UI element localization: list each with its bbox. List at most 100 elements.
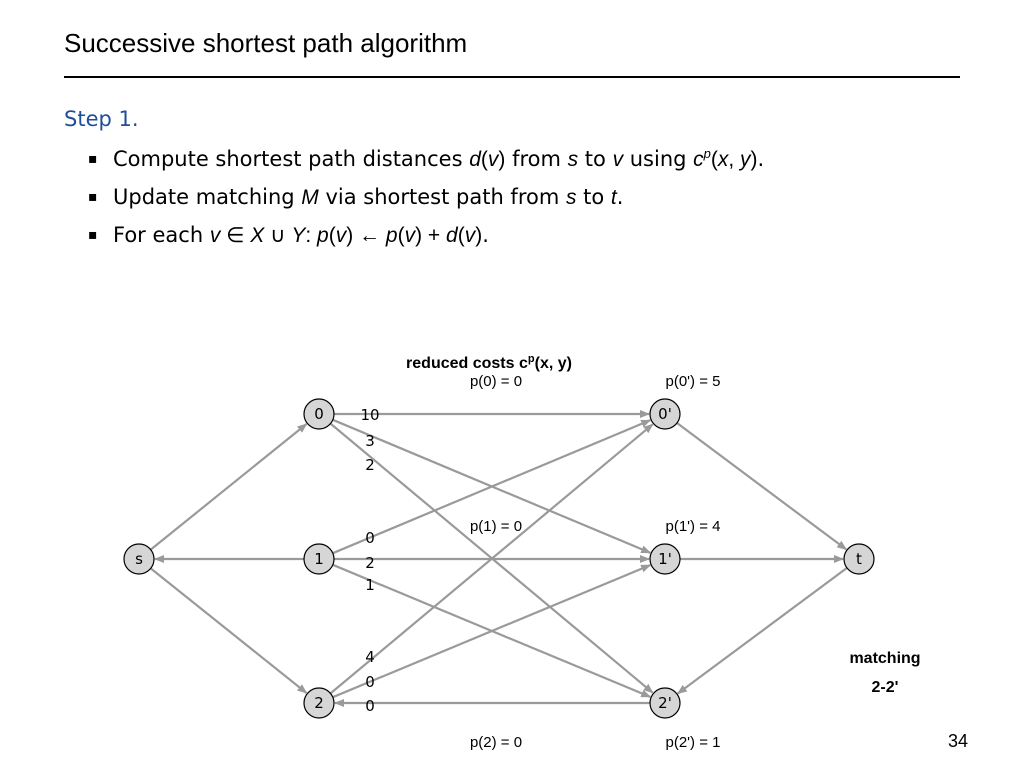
node-circle xyxy=(123,543,155,575)
node-1p: 1' xyxy=(649,543,681,575)
bullet-text: via shortest path from xyxy=(318,185,566,209)
cost-label-2-0p: 4 xyxy=(365,648,375,666)
math-union: ∪ xyxy=(264,224,292,247)
math-y: y xyxy=(740,148,751,171)
cost-label-1-0p: 0 xyxy=(365,529,375,547)
math-p: p xyxy=(317,224,329,247)
math-d: d xyxy=(446,224,458,247)
node-label: 2 xyxy=(314,694,324,712)
math-c: c xyxy=(693,148,704,171)
math-paren: ( xyxy=(480,148,488,171)
potential-2-prime: p(2') = 1 xyxy=(666,734,721,751)
page-number: 34 xyxy=(947,731,968,751)
bullet-marker: ▪ xyxy=(88,189,98,205)
cost-label-0-1p: 3 xyxy=(365,432,375,450)
bullet-period: . xyxy=(482,223,489,247)
edge-t-2p xyxy=(676,567,848,695)
math-left-arrow: ← xyxy=(353,224,386,247)
node-0: 0 xyxy=(303,398,335,430)
math-v: v xyxy=(464,224,476,247)
edges xyxy=(150,410,848,707)
math-Y: Y xyxy=(291,224,306,247)
math-paren: ) xyxy=(498,148,506,171)
math-paren: ) xyxy=(415,224,423,247)
node-s: s xyxy=(123,543,155,575)
step-bullet-list: ▪Compute shortest path distances d(v) fr… xyxy=(88,143,764,257)
math-element-of: ∈ xyxy=(220,224,251,247)
math-colon: : xyxy=(305,224,318,247)
title-divider xyxy=(64,76,960,78)
edge-2-0p xyxy=(329,423,654,695)
node-label: s xyxy=(135,550,143,568)
node-label: 0' xyxy=(658,405,672,423)
math-v: v xyxy=(335,224,347,247)
bullet-update-matching: ▪ Update matching M via shortest path fro… xyxy=(88,181,764,219)
diagram-caption: reduced costs cp(x, y) xyxy=(406,353,572,372)
math-M: M xyxy=(301,186,319,209)
bullet-text: to xyxy=(578,147,613,171)
node-2p: 2' xyxy=(649,687,681,719)
bullet-compute-distances: ▪Compute shortest path distances d(v) fr… xyxy=(88,143,764,181)
caption-superscript: p xyxy=(528,353,535,365)
step-heading: Step 1. xyxy=(64,107,139,131)
math-paren: ( xyxy=(457,224,465,247)
bullet-text: using xyxy=(623,147,694,171)
math-plus: + xyxy=(422,224,447,247)
bullet-period: . xyxy=(757,147,765,171)
node-0p: 0' xyxy=(649,398,681,430)
edge-2-1p xyxy=(332,564,652,699)
bullet-period: . xyxy=(616,185,624,209)
potential-0-prime: p(0') = 5 xyxy=(666,373,721,390)
cost-label-1-1p: 2 xyxy=(365,554,375,572)
math-paren: ( xyxy=(397,224,405,247)
node-t: t xyxy=(843,543,875,575)
math-paren: ) xyxy=(346,224,354,247)
matching-value: 2-2' xyxy=(872,679,899,696)
node-circle xyxy=(649,398,681,430)
math-v: v xyxy=(209,224,221,247)
math-t: t xyxy=(610,186,617,209)
potential-0: p(0) = 0 xyxy=(470,373,522,390)
bullet-update-potentials: ▪For each v ∈ X ∪ Y: p(v) ← p(v) + d(v). xyxy=(88,219,764,257)
node-circle xyxy=(303,687,335,719)
cost-label-1-2p: 1 xyxy=(365,576,375,594)
node-label: 2' xyxy=(658,694,672,712)
caption-text: reduced costs c xyxy=(406,355,528,372)
node-circle xyxy=(303,398,335,430)
cost-label-2p-2: 0 xyxy=(365,697,375,715)
math-X: X xyxy=(250,224,265,247)
edge-s-2 xyxy=(150,567,308,694)
node-label: 1 xyxy=(314,550,324,568)
edge-1-0p xyxy=(332,419,652,555)
math-v: v xyxy=(612,148,624,171)
bullet-text: from xyxy=(505,147,568,171)
math-superscript-p: p xyxy=(703,146,711,161)
potential-1-prime: p(1') = 4 xyxy=(666,518,721,535)
cost-label-0-0p: 10 xyxy=(360,406,379,424)
math-x: x xyxy=(717,148,729,171)
edge-s-0 xyxy=(150,423,308,551)
math-s: s xyxy=(565,186,577,209)
bullet-text: Update matching xyxy=(113,185,302,209)
math-paren: ) xyxy=(750,148,758,171)
math-s: s xyxy=(567,148,579,171)
nodes: s 0 1 2 0' 1' 2' t xyxy=(123,398,875,719)
node-circle xyxy=(649,543,681,575)
math-d: d xyxy=(469,148,481,171)
cost-label-2-1p: 0 xyxy=(365,673,375,691)
bullet-marker: ▪ xyxy=(88,227,98,243)
math-comma: , xyxy=(728,148,741,171)
node-1: 1 xyxy=(303,543,335,575)
math-paren: ( xyxy=(710,148,718,171)
node-label: t xyxy=(856,550,862,568)
bullet-marker: ▪ xyxy=(88,151,98,167)
matching-label: matching xyxy=(849,650,920,667)
bullet-text: to xyxy=(576,185,611,209)
edge-0p-t xyxy=(676,422,848,551)
math-p: p xyxy=(385,224,398,247)
bullet-text: For each xyxy=(113,223,210,247)
node-2: 2 xyxy=(303,687,335,719)
potential-1: p(1) = 0 xyxy=(470,518,522,535)
potential-2: p(2) = 0 xyxy=(470,734,522,751)
